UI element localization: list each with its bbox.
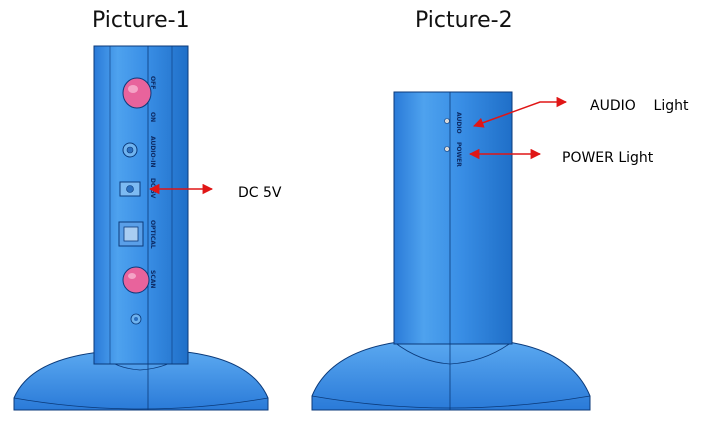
picture-2-title: Picture-2 xyxy=(415,8,513,33)
power-led xyxy=(444,146,450,152)
power-light-callout-label: POWER Light xyxy=(562,150,654,166)
label-optical: OPTICAL xyxy=(149,220,156,249)
scan-button xyxy=(122,266,150,294)
power-switch-button xyxy=(122,77,152,109)
label-on: ON xyxy=(149,112,156,122)
device-2-base xyxy=(311,341,591,411)
label-audio-in: AUDIO-IN xyxy=(149,136,156,168)
dc-callout-label: DC 5V xyxy=(238,185,282,201)
label-off: OFF xyxy=(149,76,156,89)
picture-1-title: Picture-1 xyxy=(92,8,190,33)
audio-light-callout-label: AUDIO Light xyxy=(590,98,689,114)
audio-arrow xyxy=(473,96,568,128)
picture-1-device: OFF ON AUDIO-IN DC 5V OPTICAL SCAN xyxy=(13,45,269,411)
label-power: POWER xyxy=(455,142,462,167)
label-audio: AUDIO xyxy=(455,112,462,134)
device-2-column xyxy=(393,91,513,345)
picture-2-device: AUDIO POWER xyxy=(311,91,591,411)
audio-led xyxy=(444,118,450,124)
label-scan: SCAN xyxy=(149,270,156,288)
